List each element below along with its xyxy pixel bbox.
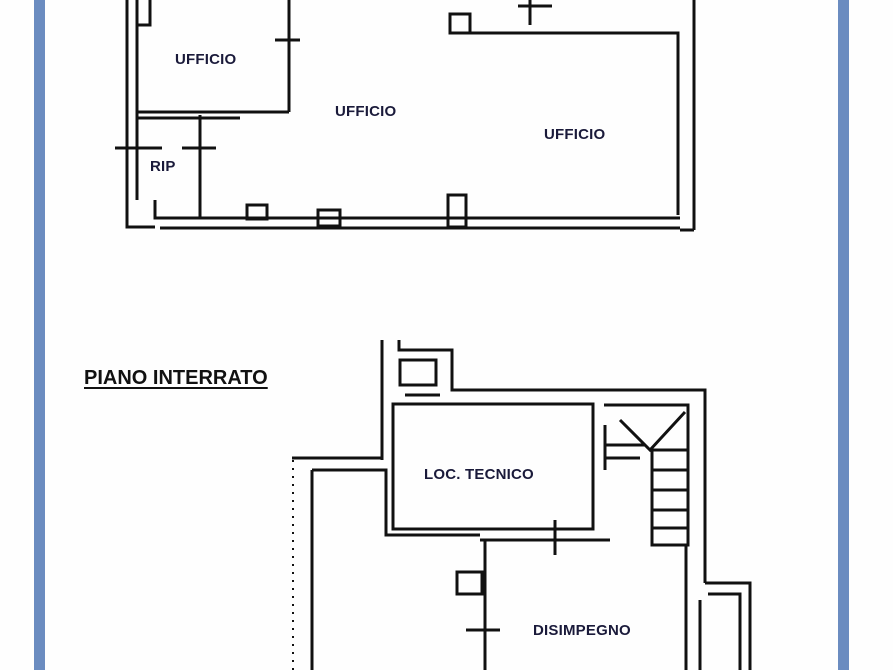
room-label-ufficio-2: UFFICIO (335, 103, 397, 120)
floor-title-basement: PIANO INTERRATO (84, 367, 268, 389)
basement-walls (292, 340, 752, 670)
frame-border-right (838, 0, 849, 670)
room-label-ufficio-1: UFFICIO (175, 51, 237, 68)
frame-border-left (34, 0, 45, 670)
room-label-loc-tecnico: LOC. TECNICO (424, 466, 534, 483)
upper-floor-walls (115, 0, 696, 232)
room-label-ufficio-3: UFFICIO (544, 126, 606, 143)
room-label-rip: RIP (150, 158, 176, 175)
room-label-disimpegno: DISIMPEGNO (533, 622, 631, 639)
